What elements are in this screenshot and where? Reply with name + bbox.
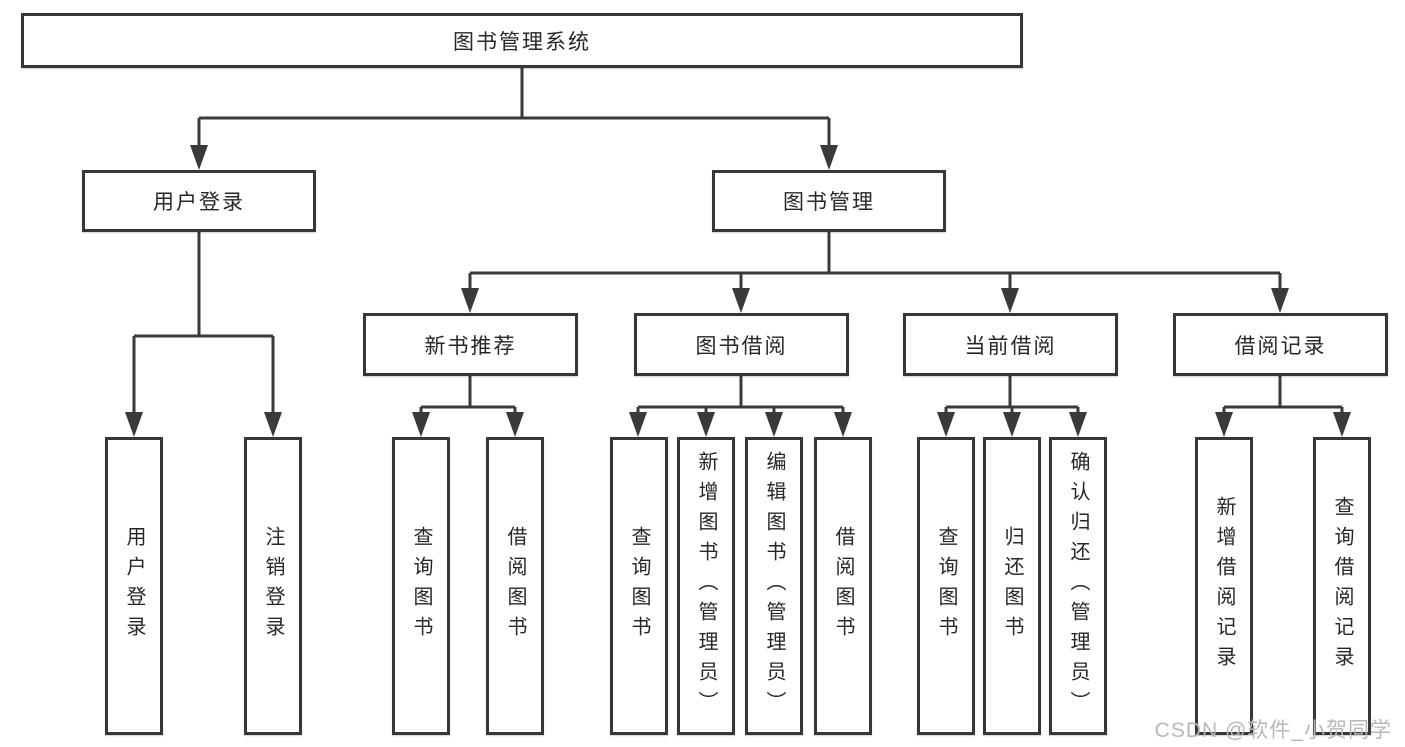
leaf-borrow-books-recommend: 借阅图书 (486, 437, 544, 735)
arrowhead (1003, 412, 1021, 437)
arrowhead (125, 412, 143, 437)
leaf-user-login: 用户登录 (105, 437, 163, 735)
connector-borrow-records-branch (1222, 376, 1344, 420)
node-label: 查询图书 (935, 526, 957, 646)
node-label: 借阅图书 (504, 526, 526, 646)
arrowhead (1271, 288, 1289, 313)
node-borrowing-records: 借阅记录 (1173, 313, 1388, 376)
leaf-return-books: 归还图书 (983, 437, 1041, 735)
connector-book-borrow-branch (636, 376, 845, 420)
arrowhead (1333, 412, 1351, 437)
arrowhead (697, 412, 715, 437)
arrowhead (834, 412, 852, 437)
leaf-query-borrow-record: 查询借阅记录 (1313, 437, 1371, 735)
node-label: 用户登录 (123, 526, 145, 646)
arrowhead (1001, 288, 1019, 313)
node-current-borrowing: 当前借阅 (903, 313, 1118, 376)
leaf-add-books-admin: 新增图书（管理员） (677, 437, 735, 735)
node-label: 归还图书 (1001, 526, 1023, 646)
arrowhead (506, 412, 524, 437)
arrowhead (190, 145, 208, 170)
node-label: 编辑图书（管理员） (763, 451, 785, 721)
arrowhead (1215, 412, 1233, 437)
leaf-borrow-books: 借阅图书 (814, 437, 872, 735)
leaf-query-books-recommend: 查询图书 (392, 437, 450, 735)
node-label: 图书管理 (783, 191, 875, 214)
node-label: 借阅记录 (1234, 334, 1327, 358)
node-label: 新书推荐 (424, 334, 517, 358)
leaf-add-borrow-record: 新增借阅记录 (1195, 437, 1253, 735)
node-label: 查询图书 (628, 526, 650, 646)
leaf-logout: 注销登录 (244, 437, 302, 735)
node-label: 图书借阅 (695, 334, 788, 358)
leaf-query-books-borrowing: 查询图书 (610, 437, 668, 735)
leaf-edit-books-admin: 编辑图书（管理员） (745, 437, 803, 735)
node-label: 查询图书 (410, 526, 432, 646)
node-library-management-system: 图书管理系统 (21, 13, 1023, 68)
connector-user-login-branch (132, 232, 275, 420)
node-label: 借阅图书 (832, 526, 854, 646)
node-label: 图书管理系统 (453, 30, 591, 54)
node-label: 用户登录 (153, 191, 245, 214)
node-label: 确认归还（管理员） (1067, 451, 1089, 721)
node-label: 新增借阅记录 (1213, 496, 1235, 676)
arrowhead (1069, 412, 1087, 437)
node-label: 新增图书（管理员） (695, 451, 717, 721)
node-book-borrowing: 图书借阅 (634, 313, 849, 376)
node-label: 注销登录 (262, 526, 284, 646)
arrowhead (937, 412, 955, 437)
connector-root-to-level2 (197, 68, 831, 152)
csdn-watermark: CSDN @软件_小贺同学 (1154, 719, 1392, 742)
arrowhead (765, 412, 783, 437)
arrowhead (461, 288, 479, 313)
node-book-management: 图书管理 (712, 170, 946, 232)
connector-book-management-branch (468, 232, 1282, 295)
leaf-confirm-return-admin: 确认归还（管理员） (1049, 437, 1107, 735)
node-label: 当前借阅 (964, 334, 1057, 358)
leaf-query-books-current: 查询图书 (917, 437, 975, 735)
arrowhead (820, 145, 838, 170)
arrowhead (264, 412, 282, 437)
node-label: 查询借阅记录 (1331, 496, 1353, 676)
arrowhead (629, 412, 647, 437)
connector-new-book-branch (419, 376, 517, 420)
node-user-login: 用户登录 (82, 170, 316, 232)
arrowhead (732, 288, 750, 313)
arrowhead (412, 412, 430, 437)
node-new-book-recommendation: 新书推荐 (363, 313, 578, 376)
